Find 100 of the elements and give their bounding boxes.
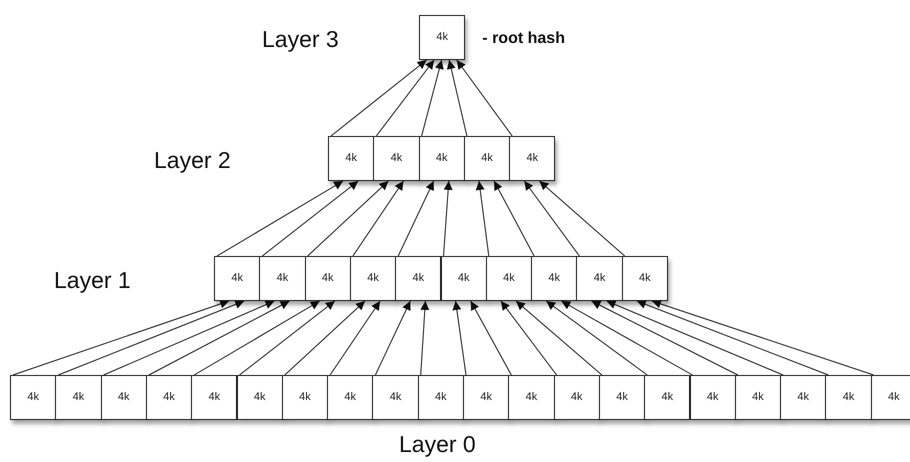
hash-block <box>282 375 328 420</box>
block-label: 4k <box>412 271 424 286</box>
block-label: 4k <box>797 390 810 406</box>
block-label: 4k <box>481 151 493 166</box>
block-label: 4k <box>752 390 764 406</box>
layer-label: Layer 0 <box>399 430 476 459</box>
block-label: 4k <box>208 390 220 406</box>
hash-block <box>259 256 306 301</box>
arrow <box>330 300 381 376</box>
arrow <box>516 300 602 376</box>
block-label: 4k <box>118 390 130 406</box>
block-label: 4k <box>842 390 854 406</box>
block-label: 4k <box>163 390 175 406</box>
block-label: 4k <box>435 390 447 406</box>
arrow <box>651 300 874 376</box>
hash-block <box>214 256 260 301</box>
arrow <box>398 180 434 256</box>
arrow <box>452 300 466 376</box>
block-label: 4k <box>390 390 402 406</box>
hash-block <box>508 375 555 420</box>
hash-block <box>395 256 442 301</box>
arrow <box>12 300 230 376</box>
hash-block <box>622 256 668 301</box>
hash-block <box>554 375 600 420</box>
hash-block <box>327 375 374 420</box>
arrow <box>103 300 275 376</box>
arrow <box>421 60 444 136</box>
hash-block <box>372 375 419 420</box>
hash-block <box>418 375 464 420</box>
block-label: 4k <box>570 390 583 406</box>
layer-label: Layer 2 <box>154 146 231 175</box>
block-label: 4k <box>322 271 334 286</box>
arrow <box>476 180 490 256</box>
block-label: 4k <box>662 390 674 406</box>
arrow <box>591 300 738 376</box>
hash-block <box>644 375 690 420</box>
hash-block <box>304 256 351 301</box>
block-label: 4k <box>458 271 470 286</box>
arrow <box>307 180 389 256</box>
block-label: 4k <box>390 151 402 166</box>
arrow <box>524 180 580 256</box>
block-label: 4k <box>367 271 379 286</box>
block-label: 4k <box>616 390 628 406</box>
arrow <box>330 60 428 136</box>
hash-block <box>463 375 510 420</box>
hash-block <box>191 375 238 420</box>
arrow <box>216 180 344 256</box>
block-label: 4k <box>526 390 538 406</box>
hash-block <box>825 375 872 420</box>
block-label: 4k <box>276 271 288 286</box>
hash-block <box>598 375 646 420</box>
arrow <box>352 180 404 256</box>
hash-block <box>870 375 910 420</box>
block-label: 4k <box>299 390 311 406</box>
block-label: 4k <box>480 390 492 406</box>
arrow <box>420 300 430 376</box>
arrow <box>636 300 829 376</box>
arrow <box>374 300 411 376</box>
hash-block <box>236 375 283 420</box>
hash-block <box>464 136 510 181</box>
hash-block <box>440 256 487 301</box>
arrow <box>376 60 435 136</box>
arrow <box>470 300 512 376</box>
block-label: 4k <box>27 390 39 406</box>
arrow <box>194 300 320 376</box>
arrow <box>606 300 784 376</box>
arrow <box>494 180 535 256</box>
block-label: 4k <box>345 151 357 166</box>
block-label: 4k <box>436 151 448 166</box>
block-label: 4k <box>548 271 560 286</box>
block-label: 4k <box>888 390 900 406</box>
block-label: 4k <box>706 390 718 406</box>
hash-block <box>55 375 102 420</box>
arrow <box>148 300 290 376</box>
hash-block <box>10 375 56 420</box>
hash-block <box>146 375 192 420</box>
block-label: 4k <box>344 390 356 406</box>
layer-label: Layer 1 <box>54 266 131 295</box>
hash-block <box>531 256 578 301</box>
hash-block <box>486 256 532 301</box>
arrow <box>239 300 336 376</box>
block-label: 4k <box>72 390 84 406</box>
arrow <box>500 300 558 376</box>
hash-block <box>373 136 420 181</box>
arrow <box>284 300 366 376</box>
hash-block <box>576 256 623 301</box>
hash-block <box>734 375 782 420</box>
block-label: 4k <box>503 271 515 286</box>
block-label: 4k <box>594 271 606 286</box>
hash-block <box>350 256 396 301</box>
hash-block <box>419 15 466 60</box>
arrow <box>538 180 626 256</box>
hash-block <box>418 136 465 181</box>
block-label: 4k <box>526 151 538 166</box>
block-label: 4k <box>436 30 448 46</box>
arrow <box>456 60 513 136</box>
hash-block <box>328 136 374 181</box>
arrow <box>58 300 245 376</box>
arrow <box>546 300 648 376</box>
hash-block <box>780 375 826 420</box>
